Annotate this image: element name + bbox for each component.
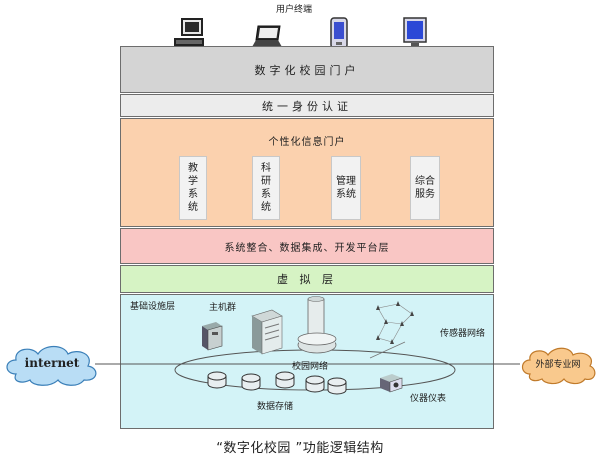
layer-infrastructure (120, 294, 494, 429)
sensor-network-label: 传感器网络 (440, 329, 486, 339)
system-research: 科 研 系 统 (252, 156, 280, 220)
pda-icon (328, 17, 350, 51)
user-terminal-label: 用户终端 (276, 5, 313, 15)
system-teaching: 教 学 系 统 (179, 156, 207, 220)
infra-layer-label: 基础设施层 (130, 302, 176, 312)
layer-campus-portal: 数字化校园门户 (120, 46, 494, 93)
external-network-cloud: 外部专业网 (518, 342, 598, 386)
data-storage-label: 数据存储 (257, 402, 294, 412)
sensor-icon (368, 296, 428, 356)
layer-virtual: 虚 拟 层 (120, 265, 494, 293)
system-service: 综合 服务 (410, 156, 440, 220)
system-management: 管理 系统 (331, 156, 361, 220)
layer-integration: 系统整合、数据集成、开发平台层 (120, 228, 494, 264)
server-icon (200, 320, 224, 352)
database-icon (206, 368, 356, 400)
campus-network-label: 校园网络 (292, 362, 329, 372)
layer-identity-auth: 统一身份认证 (120, 94, 494, 117)
rack-server-icon (250, 308, 284, 356)
personal-portal-title: 个性化信息门户 (268, 137, 346, 148)
internet-label: internet (24, 356, 80, 370)
tablet-icon (402, 17, 428, 49)
external-network-label: 外部专业网 (535, 360, 581, 370)
mainframe-icon (295, 295, 339, 357)
instrument-icon (378, 372, 404, 394)
internet-cloud: internet (2, 340, 102, 388)
desktop-computer-icon (172, 17, 208, 51)
instrument-label: 仪器仪表 (410, 394, 447, 404)
host-cluster-label: 主机群 (209, 303, 237, 313)
figure-caption: “数字化校园 ”功能逻辑结构 (216, 441, 384, 456)
laptop-icon (250, 24, 284, 50)
